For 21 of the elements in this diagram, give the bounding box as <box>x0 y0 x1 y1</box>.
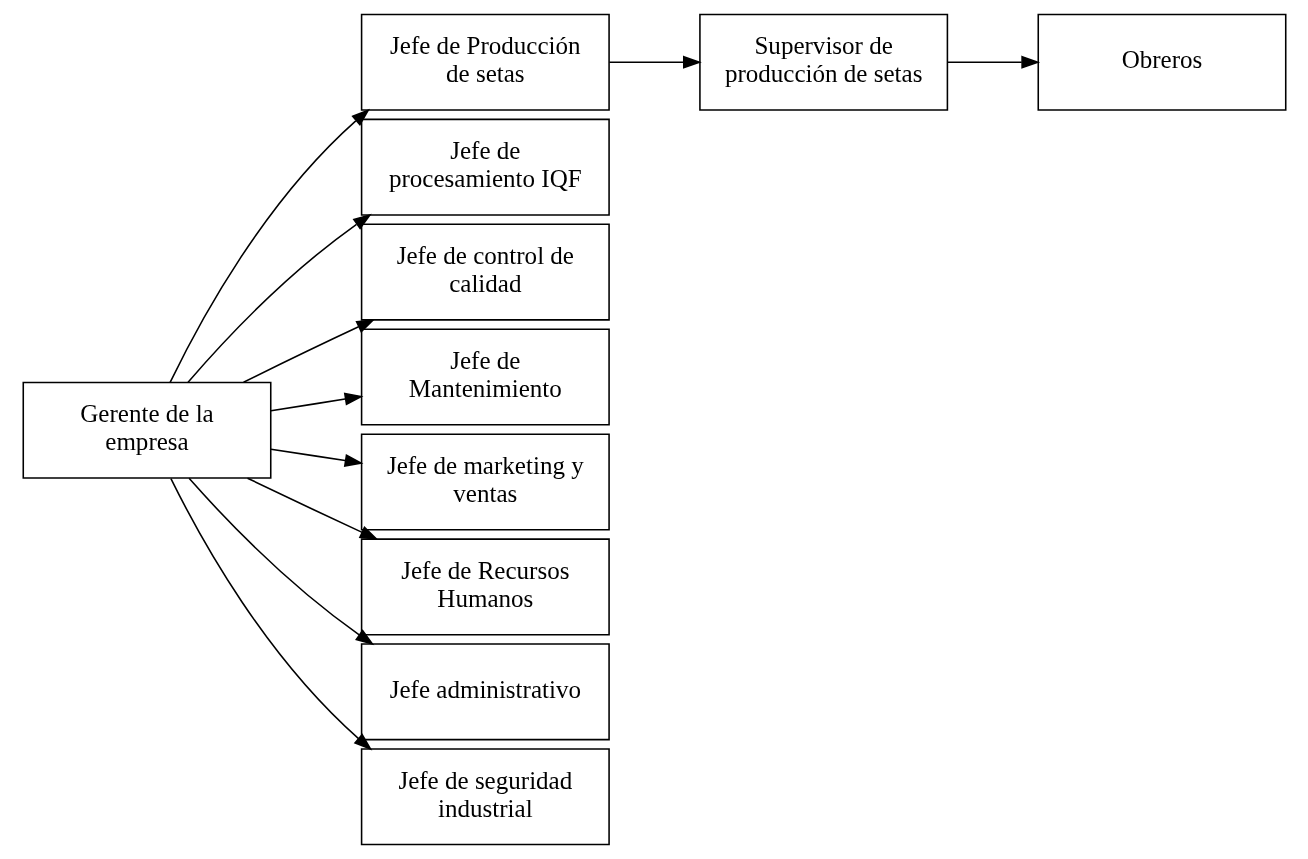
node-box: Jefe de control de calidad <box>360 223 610 321</box>
node-box: Jefe de Producción de setas <box>360 13 610 111</box>
node-box: Gerente de la empresa <box>22 381 272 479</box>
node-box: Obreros <box>1036 13 1286 111</box>
node-box: Jefe de marketing y ventas <box>360 433 610 531</box>
node-box: Jefe de procesamiento IQF <box>360 118 610 216</box>
arrow <box>169 477 372 751</box>
arrow <box>608 55 702 69</box>
arrow <box>187 477 374 646</box>
node-box: Jefe de seguridad industrial <box>360 748 610 846</box>
arrow <box>242 319 375 384</box>
node-box: Jefe de Mantenimiento <box>360 328 610 426</box>
node-box: Jefe de Recursos Humanos <box>360 538 610 636</box>
arrow <box>186 213 372 383</box>
arrow <box>168 108 370 384</box>
arrow <box>269 448 363 468</box>
node-box: Jefe administrativo <box>360 643 610 741</box>
node-box: Supervisor de producción de setas <box>698 13 948 111</box>
arrow <box>946 55 1040 69</box>
arrow <box>269 392 363 412</box>
arrow <box>246 477 379 540</box>
